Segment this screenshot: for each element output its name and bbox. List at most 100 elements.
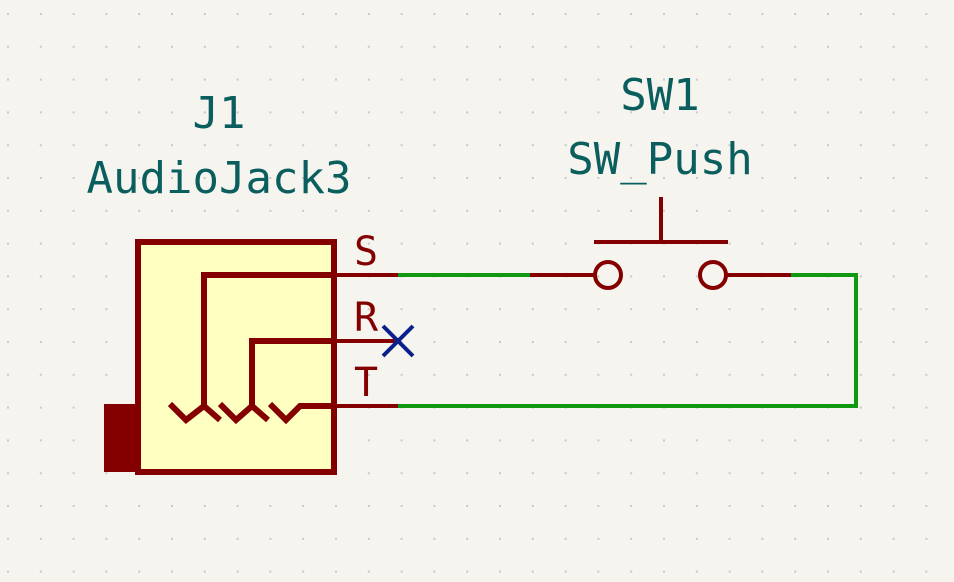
grid-dot bbox=[367, 373, 370, 376]
grid-dot bbox=[695, 537, 698, 540]
grid-dot bbox=[138, 45, 141, 48]
grid-dot bbox=[564, 13, 567, 15]
grid-dot bbox=[859, 406, 862, 409]
grid-dot bbox=[138, 111, 141, 114]
grid-dot bbox=[203, 111, 206, 114]
grid-dot bbox=[72, 242, 75, 245]
grid-dot bbox=[761, 13, 764, 15]
jack-reference-label[interactable]: J1 bbox=[193, 88, 246, 139]
switch-value-label[interactable]: SW_Push bbox=[567, 134, 752, 185]
wires[interactable] bbox=[398, 273, 858, 408]
switch-reference-label[interactable]: SW1 bbox=[620, 70, 699, 121]
grid-dot bbox=[892, 406, 895, 409]
push-switch-symbol[interactable] bbox=[530, 197, 791, 290]
grid-dot bbox=[138, 209, 141, 212]
grid-dot bbox=[531, 505, 534, 507]
grid-dot bbox=[138, 570, 141, 573]
grid-dot bbox=[794, 341, 797, 343]
grid-dot bbox=[400, 13, 403, 15]
audio-jack-symbol[interactable]: S R T bbox=[104, 229, 398, 475]
jack-value-label[interactable]: AudioJack3 bbox=[87, 153, 352, 204]
grid-dot bbox=[564, 505, 567, 507]
jack-body bbox=[135, 239, 337, 475]
grid-dot bbox=[761, 570, 764, 573]
grid-dot bbox=[105, 275, 108, 278]
switch-contact-left bbox=[593, 260, 623, 290]
grid-dot bbox=[171, 111, 173, 114]
grid-dot bbox=[7, 439, 9, 442]
grid-dot bbox=[630, 341, 633, 343]
grid-dot bbox=[499, 439, 501, 442]
grid-dot bbox=[892, 13, 895, 15]
grid-dot bbox=[827, 144, 829, 147]
grid-dot bbox=[695, 373, 698, 376]
grid-dot bbox=[564, 439, 567, 442]
grid-dot bbox=[39, 406, 42, 409]
grid-dot bbox=[728, 537, 731, 540]
grid-dot bbox=[925, 505, 928, 507]
grid-dot bbox=[728, 242, 731, 245]
grid-dot bbox=[400, 111, 403, 114]
grid-dot bbox=[728, 45, 731, 48]
grid-dot bbox=[925, 406, 928, 409]
grid-dot bbox=[531, 537, 534, 540]
grid-dot bbox=[892, 537, 895, 540]
grid-dot bbox=[925, 45, 928, 48]
grid-dot bbox=[400, 144, 403, 147]
grid-dot bbox=[827, 177, 829, 179]
grid-dot bbox=[761, 209, 764, 212]
grid-dot bbox=[302, 537, 305, 540]
grid-dot bbox=[105, 144, 108, 147]
grid-dot bbox=[892, 111, 895, 114]
grid-dot bbox=[531, 78, 534, 81]
grid-dot bbox=[105, 472, 108, 475]
grid-dot bbox=[695, 177, 698, 179]
grid-dot bbox=[236, 111, 239, 114]
grid-dot bbox=[564, 144, 567, 147]
grid-dot bbox=[663, 537, 665, 540]
grid-dot bbox=[499, 570, 501, 573]
grid-dot bbox=[892, 439, 895, 442]
grid-dot bbox=[39, 177, 42, 179]
grid-dot bbox=[236, 209, 239, 212]
grid-dot bbox=[499, 209, 501, 212]
grid-dot bbox=[761, 177, 764, 179]
grid-dot bbox=[367, 472, 370, 475]
grid-dot bbox=[794, 78, 797, 81]
grid-dot bbox=[39, 537, 42, 540]
grid-dot bbox=[171, 537, 173, 540]
grid-dot bbox=[925, 144, 928, 147]
grid-dot bbox=[367, 144, 370, 147]
grid-dot bbox=[335, 111, 337, 114]
grid-dot bbox=[827, 439, 829, 442]
grid-dot bbox=[39, 45, 42, 48]
jack-sleeve-tab bbox=[104, 404, 140, 472]
grid-dot bbox=[695, 341, 698, 343]
grid-dot bbox=[531, 209, 534, 212]
grid-dot bbox=[892, 242, 895, 245]
grid-dot bbox=[925, 111, 928, 114]
grid-dot bbox=[203, 177, 206, 179]
grid-dot bbox=[630, 177, 633, 179]
grid-dot bbox=[171, 177, 173, 179]
grid-dot bbox=[433, 373, 436, 376]
grid-dot bbox=[302, 177, 305, 179]
jack-pin-s-label: S bbox=[354, 229, 378, 275]
grid-dot bbox=[597, 275, 600, 278]
grid-dot bbox=[138, 13, 141, 15]
grid-dot bbox=[827, 472, 829, 475]
grid-dot bbox=[302, 45, 305, 48]
grid-dot bbox=[892, 308, 895, 311]
grid-dot bbox=[663, 472, 665, 475]
grid-dot bbox=[630, 144, 633, 147]
grid-dot bbox=[597, 144, 600, 147]
grid-dot bbox=[433, 570, 436, 573]
grid-dot bbox=[859, 373, 862, 376]
grid-dot bbox=[531, 308, 534, 311]
wire-switch-to-jack-t[interactable] bbox=[398, 273, 858, 408]
grid-dot bbox=[39, 242, 42, 245]
grid-dot bbox=[236, 177, 239, 179]
no-connect-marker[interactable] bbox=[381, 324, 415, 358]
grid-dot bbox=[7, 111, 9, 114]
